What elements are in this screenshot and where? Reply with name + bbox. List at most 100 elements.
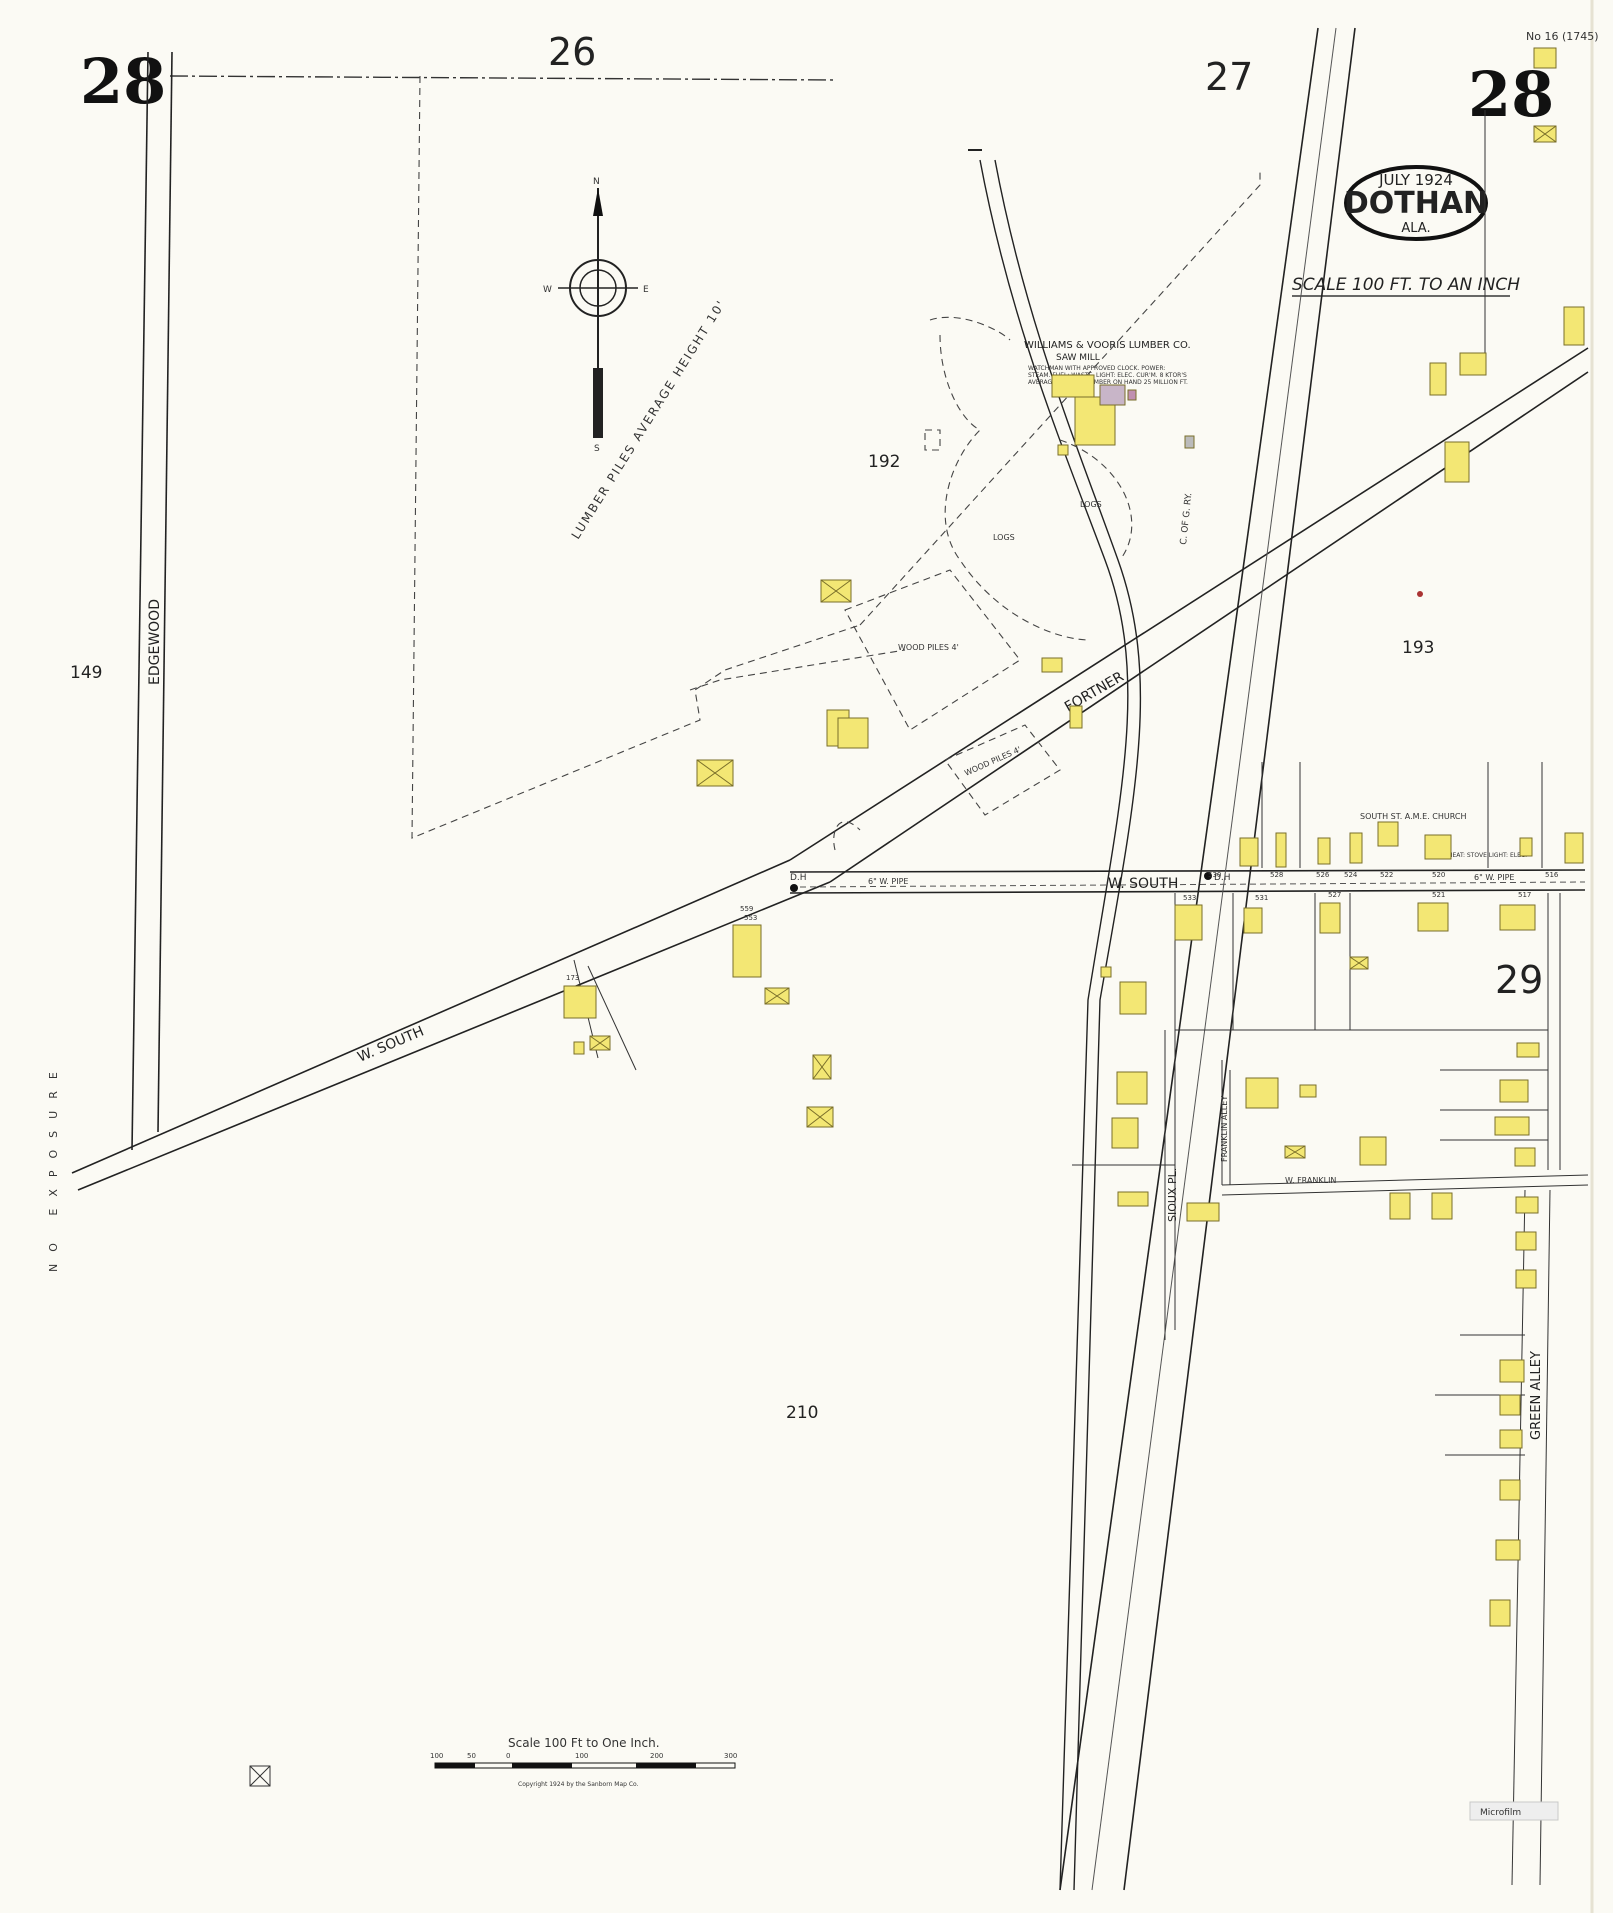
cartouche-state: ALA. (1401, 221, 1430, 236)
compass-w: W (543, 285, 552, 295)
catalog-note: No 16 (1745) (1526, 30, 1599, 43)
compass-e: E (643, 285, 649, 295)
dwelling-524 (1349, 832, 1363, 864)
mill-building-north (1051, 374, 1095, 398)
block-number-210: 210 (786, 1403, 818, 1423)
church-building (1377, 821, 1399, 847)
adjacent-sheet-26: 26 (548, 30, 596, 74)
dwelling-514 (1564, 832, 1584, 864)
shed-13 (1299, 1084, 1317, 1098)
addr-531: 531 (1255, 894, 1268, 902)
mill-name: WILLIAMS & VOORIS LUMBER CO. (1024, 340, 1191, 351)
key-symbol (249, 1765, 271, 1787)
block-number-149: 149 (70, 663, 102, 683)
dwelling-g4 (1499, 1359, 1525, 1383)
shed-5 (1069, 705, 1083, 729)
dwelling-9 (1245, 1077, 1279, 1109)
dwelling-g6 (1499, 1429, 1523, 1449)
label-wood-piles-1: WOOD PILES 4' (898, 643, 959, 652)
sheet-boundary-line (169, 75, 836, 81)
scale-tick-4: 200 (650, 1752, 663, 1760)
street-label-w-south-east: W. SOUTH (1108, 876, 1178, 892)
dwelling-521 (1417, 902, 1449, 932)
dwelling-2 (837, 717, 869, 749)
water-pipe (799, 881, 1586, 888)
w-south-horizontal: W. SOUTH 6" W. PIPE 6" W. PIPE D.H D.H (789, 869, 1586, 894)
church-name: SOUTH ST. A.M.E. CHURCH (1360, 812, 1466, 821)
red-dot (1417, 591, 1423, 597)
dwelling-8 (1186, 1202, 1220, 1222)
north-arrow-compass: N W E S (543, 177, 649, 454)
addr-526: 526 (1316, 871, 1330, 879)
side-note-no-exposure: NO EXPOSURE (47, 1060, 60, 1272)
dwelling-ne6 (1444, 441, 1470, 483)
addr-559: 559 (740, 905, 753, 913)
shed-x-marks (589, 125, 1557, 1159)
dwelling-526 (1317, 837, 1331, 865)
compass-n: N (593, 177, 600, 187)
dwelling-11 (1389, 1192, 1411, 1220)
dwelling-530 (1239, 837, 1259, 867)
pipe-label-east: 6" W. PIPE (1474, 873, 1514, 882)
microfilm-stamp (1469, 1801, 1559, 1821)
hydrant-east (1204, 872, 1212, 880)
street-label-green-alley: GREEN ALLEY (1529, 1351, 1544, 1440)
street-label-w-franklin: W. FRANKLIN (1285, 1176, 1336, 1185)
microfilm-stamp-text: Microfilm (1480, 1808, 1521, 1818)
scale-note: SCALE 100 FT. TO AN INCH (1292, 275, 1520, 295)
hydrant-label-west: D.H (790, 873, 807, 883)
addr-173: 173 (566, 974, 579, 982)
dwelling-g2 (1515, 1231, 1537, 1251)
mill-note-3: AVERAGE AMOUNT LUMBER ON HAND 25 MILLION… (1028, 379, 1188, 386)
scale-tick-2: 0 (506, 1752, 510, 1760)
dwelling-7 (1117, 1191, 1149, 1207)
dwelling-4 (1119, 981, 1147, 1015)
dwelling-5 (1116, 1071, 1148, 1105)
dwelling-527 (1319, 902, 1341, 934)
shed-4 (1041, 657, 1063, 673)
dwelling-520 (1424, 834, 1452, 860)
pipe-label-west: 6" W. PIPE (868, 877, 908, 886)
addr-533: 533 (1183, 894, 1196, 902)
scale-tick-0: 100 (430, 1752, 443, 1760)
addr-524: 524 (1344, 871, 1358, 879)
addr-517: 517 (1518, 891, 1531, 899)
shed-12 (1100, 966, 1112, 978)
church-notes: HEAT: STOVE LIGHT: ELEC. (1448, 852, 1527, 859)
dwelling-517 (1499, 904, 1536, 931)
block-number-193: 193 (1402, 638, 1434, 658)
scale-bar: Scale 100 Ft to One Inch. 100 50 0 100 2… (430, 1736, 737, 1788)
dwelling-188 (1516, 1042, 1540, 1058)
railroad: C. OF G. RY. (968, 27, 1356, 1891)
addr-516: 516 (1545, 871, 1559, 879)
block-number-192: 192 (868, 452, 900, 472)
address-numbers: 530 528 526 524 522 520 516 533 531 527 … (566, 871, 1559, 982)
dwelling-g5 (1499, 1394, 1521, 1416)
adjacent-sheet-29: 29 (1495, 958, 1543, 1002)
compass-s: S (594, 444, 600, 454)
hydrant-west (790, 884, 798, 892)
addr-530: 530 (1208, 871, 1221, 879)
scale-tick-1: 50 (467, 1752, 476, 1760)
addr-528: 528 (1270, 871, 1283, 879)
yard-boundaries (411, 75, 1261, 851)
scale-tick-5: 300 (724, 1752, 737, 1760)
dwelling-12 (1431, 1192, 1453, 1220)
scale-tick-3: 100 (575, 1752, 588, 1760)
cartouche-city: DOTHAN (1344, 186, 1488, 221)
shed-9 (573, 1041, 585, 1055)
addr-527: 527 (1328, 891, 1341, 899)
title-cartouche: JULY 1924 DOTHAN ALA. (1344, 165, 1488, 241)
street-label-franklin-alley: FRANKLIN ALLEY (1220, 1096, 1229, 1162)
dwelling-6 (1111, 1117, 1139, 1149)
dwelling-g9 (1489, 1599, 1511, 1627)
dwelling-ne5 (1429, 362, 1447, 396)
dwelling-189 (1499, 1079, 1529, 1103)
dwelling-ne4 (1459, 352, 1487, 376)
dwelling-516 (1519, 837, 1533, 857)
addr-521: 521 (1432, 891, 1445, 899)
dwelling-533 (1174, 904, 1203, 941)
dwelling-ne1 (1533, 47, 1557, 69)
